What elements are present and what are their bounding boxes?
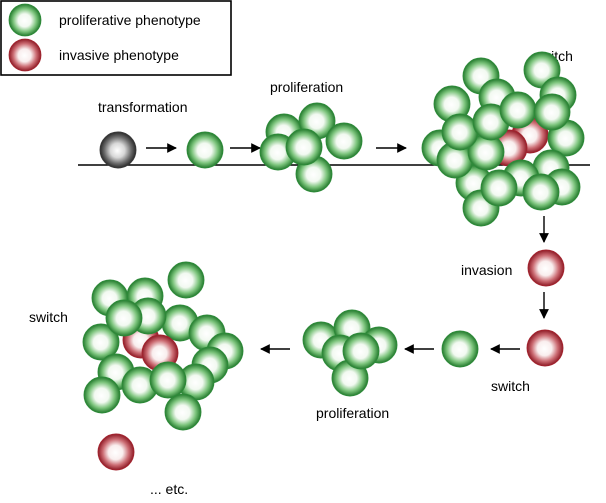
label-proliferation-top: proliferation: [270, 79, 343, 95]
proliferative-cell: [164, 393, 202, 431]
cluster-switch-left: [82, 261, 244, 431]
proliferative-cell: [167, 261, 205, 299]
proliferative-cell: [285, 128, 323, 166]
invasive-cell: [527, 249, 565, 287]
cluster-proliferation-bottom: [302, 309, 398, 397]
proliferative-cell: [499, 91, 537, 129]
cluster-switch-top: [421, 51, 585, 227]
label-proliferation-bottom: proliferation: [316, 405, 389, 421]
legend-proliferative-label: proliferative phenotype: [59, 12, 201, 28]
legend: proliferative phenotype invasive phenoty…: [0, 0, 232, 76]
legend-invasive-label: invasive phenotype: [59, 47, 179, 63]
proliferative-cell: [533, 93, 571, 131]
label-transformation: transformation: [98, 99, 187, 115]
label-switch-right: switch: [491, 378, 530, 394]
proliferative-cell: [441, 113, 479, 151]
cell-invasion: [527, 249, 565, 287]
label-etc: ... etc.: [150, 481, 188, 497]
proliferative-cell: [480, 169, 518, 207]
cell-transformed: [99, 131, 137, 169]
proliferative-cell: [83, 376, 121, 414]
proliferative-cell: [441, 330, 479, 368]
proliferative-cell: [325, 122, 363, 160]
cell-switch-right: [526, 329, 564, 367]
proliferative-cell: [105, 299, 143, 337]
legend-proliferative-cell-icon: [8, 3, 42, 37]
proliferative-cell: [186, 131, 224, 169]
cluster-proliferation-top: [259, 102, 363, 193]
cell-etc: [97, 433, 135, 471]
proliferative-cell: [342, 332, 380, 370]
proliferative-cell: [522, 173, 560, 211]
label-switch-left: switch: [29, 309, 68, 325]
invasive-cell: [97, 433, 135, 471]
cell-single-bottom: [441, 330, 479, 368]
legend-invasive-cell-icon: [8, 38, 42, 72]
arrows: [146, 143, 549, 354]
transformed-cell: [99, 131, 137, 169]
proliferative-cell: [82, 323, 120, 361]
cells: [82, 51, 585, 471]
proliferative-cell: [149, 361, 187, 399]
invasive-cell: [526, 329, 564, 367]
cell-single-top: [186, 131, 224, 169]
label-invasion: invasion: [461, 262, 512, 278]
